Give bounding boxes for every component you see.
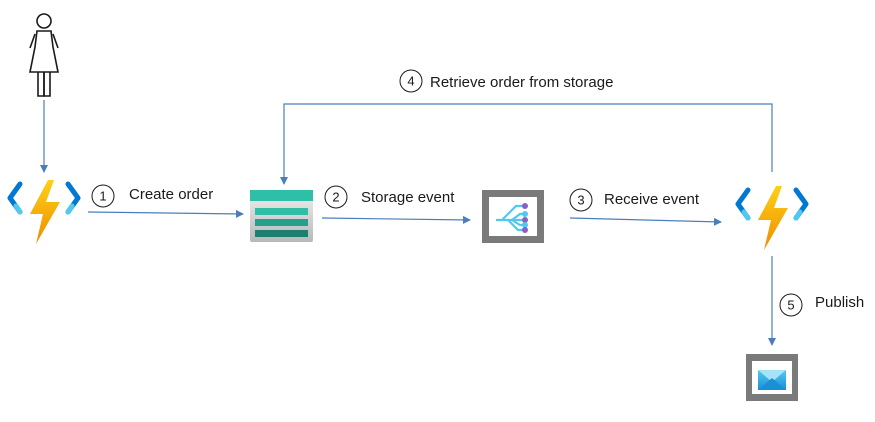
step-number: 1	[99, 189, 106, 204]
step-label: Retrieve order from storage	[430, 74, 613, 91]
step-label: Publish	[815, 294, 864, 311]
step-number-circle	[91, 184, 115, 208]
event-grid-topic-icon	[746, 354, 798, 401]
step-1-create-order: 1 Create order	[91, 184, 213, 208]
person-icon	[29, 13, 59, 97]
azure-function-icon	[735, 186, 809, 250]
step-label: Create order	[129, 186, 213, 203]
arrow-create-order	[87, 209, 244, 218]
step-number-circle	[569, 188, 593, 212]
step-2-storage-event: 2 Storage event	[324, 185, 455, 209]
arrow-retrieve-order	[280, 103, 773, 185]
step-number: 4	[407, 74, 414, 89]
step-label: Storage event	[361, 189, 455, 206]
event-grid-icon	[482, 190, 544, 243]
step-number: 3	[577, 193, 584, 208]
azure-function-icon	[7, 180, 81, 244]
storage-account-icon	[250, 190, 313, 242]
arrow-receive-event	[569, 217, 722, 226]
connectors	[40, 100, 776, 346]
arrow-storage-event	[321, 215, 471, 224]
step-number: 2	[332, 190, 339, 205]
step-number-circle	[779, 293, 803, 317]
step-number-circle	[399, 69, 423, 93]
step-number: 5	[787, 298, 794, 313]
step-label: Receive event	[604, 191, 700, 208]
step-5-publish: 5 Publish	[779, 293, 864, 317]
step-number-circle	[324, 185, 348, 209]
step-4-retrieve-order: 4 Retrieve order from storage	[399, 69, 613, 93]
step-3-receive-event: 3 Receive event	[569, 188, 700, 212]
